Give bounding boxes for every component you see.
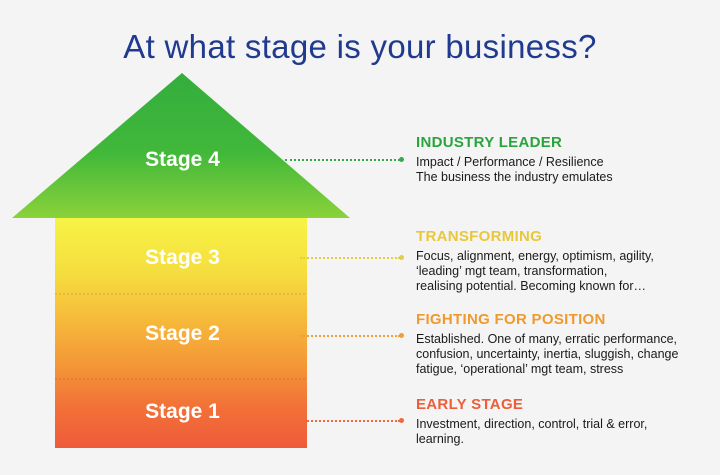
arrow-shaft (55, 218, 307, 448)
stage-1-text: learning. (416, 432, 464, 446)
stage-4-description: INDUSTRY LEADER Impact / Performance / R… (416, 134, 716, 185)
stage-1-text: Investment, direction, control, trial & … (416, 417, 648, 431)
stage-1-heading: EARLY STAGE (416, 396, 524, 413)
stage-2-text: fatigue, ‘operational’ mgt team, stress (416, 362, 624, 376)
stage-2-label: Stage 2 (145, 322, 220, 345)
stage-2-text: Established. One of many, erratic perfor… (416, 332, 677, 346)
stage-2-heading: FIGHTING FOR POSITION (416, 311, 606, 328)
stage-1-label: Stage 1 (145, 400, 220, 423)
stage-1-description: EARLY STAGE Investment, direction, contr… (416, 396, 716, 447)
stage-1-connector (300, 420, 400, 422)
stage-4-heading: INDUSTRY LEADER (416, 134, 563, 151)
stage-3-connector (300, 257, 400, 259)
stage-3-text: ‘leading’ mgt team, transformation, (416, 264, 608, 278)
stage-3-connector-dot (399, 255, 404, 260)
stage-4-connector-dot (399, 157, 404, 162)
page-title: At what stage is your business? (123, 28, 597, 65)
stage-3-text: realising potential. Becoming known for… (416, 279, 646, 293)
stage-4-connector (285, 159, 400, 161)
stage-3-heading: TRANSFORMING (416, 228, 543, 245)
stage-2-text: confusion, uncertainty, inertia, sluggis… (416, 347, 679, 361)
stage-2-description: FIGHTING FOR POSITION Established. One o… (416, 311, 716, 377)
arrow-head (12, 73, 350, 218)
stage-2-connector (300, 335, 400, 337)
stage-2-connector-dot (399, 333, 404, 338)
stage-4-text: Impact / Performance / Resilience (416, 155, 604, 169)
stage-1-connector-dot (399, 418, 404, 423)
stage-4-label: Stage 4 (145, 148, 220, 171)
stage-4-text: The business the industry emulates (416, 170, 613, 184)
stage-3-label: Stage 3 (145, 246, 220, 269)
stage-3-text: Focus, alignment, energy, optimism, agil… (416, 249, 654, 263)
stage-3-description: TRANSFORMING Focus, alignment, energy, o… (416, 228, 716, 294)
